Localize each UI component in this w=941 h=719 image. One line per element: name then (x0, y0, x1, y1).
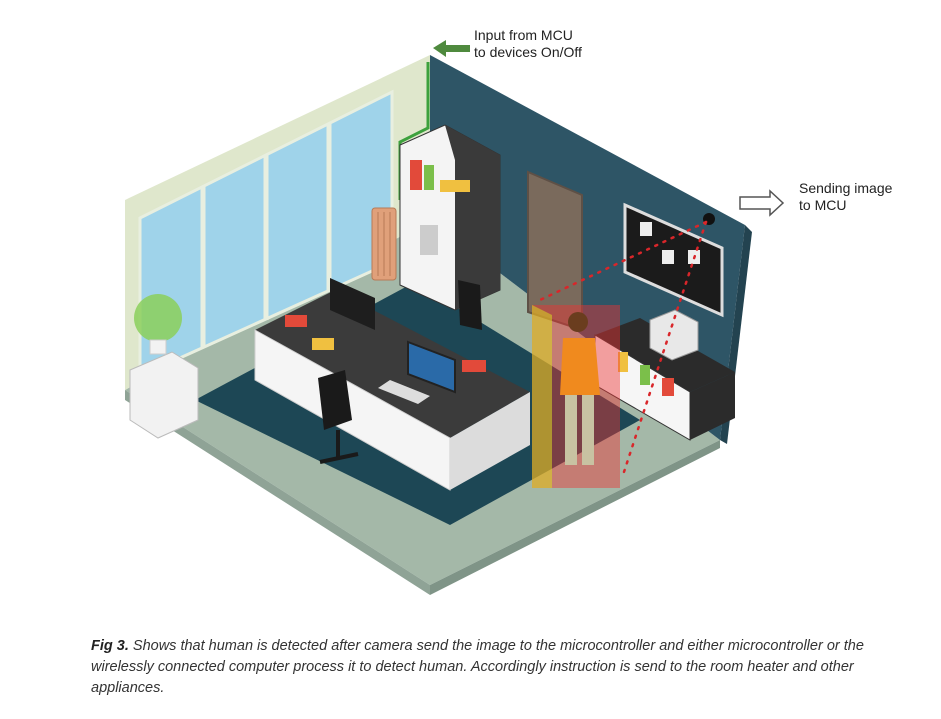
person (560, 312, 600, 465)
send-label-line2: to MCU (799, 197, 847, 213)
camera-rays (538, 220, 708, 480)
input-from-mcu-label: Input from MCU to devices On/Off (474, 27, 582, 61)
room-illustration (125, 40, 785, 595)
caption-text: Shows that human is detected after camer… (91, 638, 864, 696)
desk (254, 290, 530, 491)
printer (649, 309, 699, 361)
floor-edge (125, 390, 430, 595)
input-label-line2: to devices On/Off (474, 44, 582, 60)
back-chair (458, 280, 482, 330)
monitor-front (407, 340, 456, 394)
send-arrow-icon (739, 189, 785, 217)
caption-prefix: Fig 3. (91, 638, 129, 654)
send-label-line1: Sending image (799, 180, 893, 196)
floor-edge-right (430, 440, 720, 595)
office-chair (318, 370, 359, 464)
input-arrow-icon (433, 40, 470, 57)
room-heater (371, 207, 397, 281)
keyboard (378, 380, 430, 404)
pin-board (623, 202, 724, 318)
input-label-line1: Input from MCU (474, 27, 573, 43)
books-on-desk (285, 315, 486, 372)
detection-box-side (532, 305, 552, 488)
bookshelf (399, 124, 501, 311)
monitor-back (330, 278, 375, 330)
plant (134, 294, 182, 355)
figure-caption: Fig 3. Shows that human is detected afte… (91, 636, 881, 699)
left-cabinet (129, 351, 199, 439)
sending-image-label: Sending image to MCU (799, 180, 892, 214)
